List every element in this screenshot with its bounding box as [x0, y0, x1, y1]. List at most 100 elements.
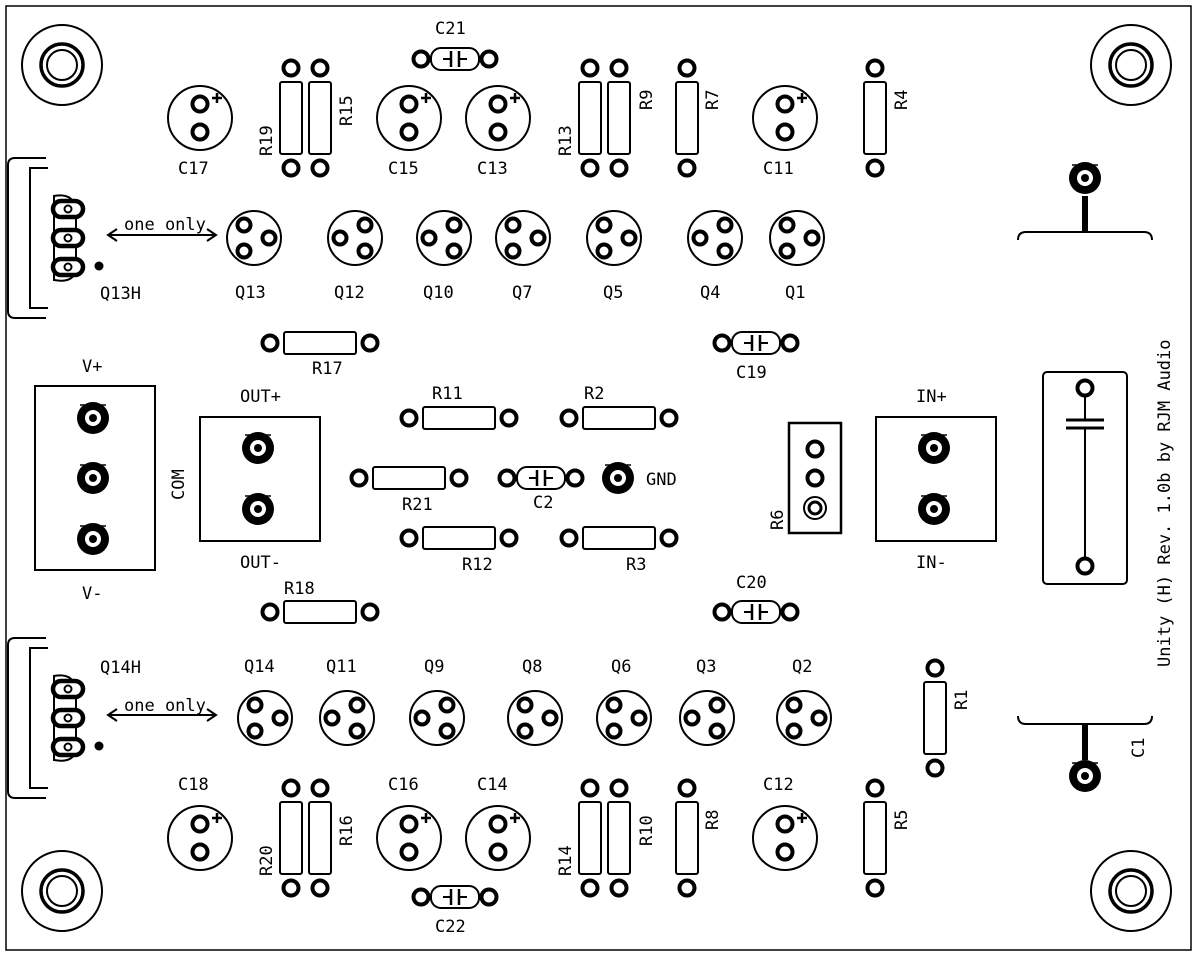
label-c21: C21 — [435, 19, 466, 39]
trimmer-r6-wiper — [803, 496, 827, 520]
label-com: COM — [169, 469, 189, 500]
trimmer-r6-pin-2 — [805, 468, 825, 488]
mounting-hole-top-right — [1089, 23, 1173, 107]
capacitor-c2 — [500, 467, 583, 489]
label-r19: R19 — [257, 125, 277, 156]
pad-outminus — [241, 492, 275, 526]
label-outminus: OUT- — [240, 553, 281, 573]
note-one-only-bottom: one only — [124, 696, 206, 716]
label-q10: Q10 — [423, 283, 454, 303]
label-r1: R1 — [952, 690, 972, 710]
label-c13: C13 — [477, 159, 508, 179]
label-c19: C19 — [736, 363, 767, 383]
capacitor-c19 — [715, 332, 798, 354]
pad-com — [76, 461, 110, 495]
label-gnd: GND — [646, 470, 677, 490]
board-title: Unity (H) Rev. 1.0b by RJM Audio — [1155, 339, 1175, 667]
label-q13: Q13 — [235, 283, 266, 303]
label-q11: Q11 — [326, 657, 357, 677]
label-r14: R14 — [556, 845, 576, 876]
transistor-q1 — [770, 211, 824, 265]
label-r13: R13 — [556, 125, 576, 156]
mounting-hole-bottom-right — [1089, 849, 1173, 933]
trimmer-r6-pin-1 — [805, 439, 825, 459]
capacitor-c16 — [377, 806, 441, 870]
label-inplus: IN+ — [916, 387, 947, 407]
capacitor-c1 — [1017, 196, 1153, 760]
capacitor-c11 — [753, 86, 817, 150]
label-r16: R16 — [337, 815, 357, 846]
label-r6: R6 — [768, 510, 788, 530]
label-q6: Q6 — [611, 657, 631, 677]
mounting-hole-top-left — [20, 23, 104, 107]
label-r8: R8 — [703, 810, 723, 830]
label-q2: Q2 — [792, 657, 812, 677]
transistor-q6 — [597, 691, 651, 745]
label-r11: R11 — [432, 384, 463, 404]
label-outplus: OUT+ — [240, 387, 281, 407]
pad-gnd — [601, 461, 635, 495]
transistor-q12 — [328, 211, 382, 265]
label-q14h: Q14H — [100, 658, 141, 678]
label-c22: C22 — [435, 917, 466, 937]
label-q7: Q7 — [512, 283, 532, 303]
label-vminus: V- — [82, 584, 102, 604]
label-inminus: IN- — [916, 553, 947, 573]
pad-outplus — [241, 431, 275, 465]
label-r17: R17 — [312, 359, 343, 379]
transistor-q11 — [320, 691, 374, 745]
transistor-q13 — [227, 211, 281, 265]
transistor-q10 — [417, 211, 471, 265]
pad-c1-bottom — [1068, 759, 1102, 793]
label-c18: C18 — [178, 775, 209, 795]
capacitor-c13 — [466, 86, 530, 150]
label-c2: C2 — [533, 493, 553, 513]
transistor-q7 — [496, 211, 550, 265]
transistor-q4 — [688, 211, 742, 265]
label-vplus: V+ — [82, 357, 102, 377]
transistor-q3 — [680, 691, 734, 745]
label-c12: C12 — [763, 775, 794, 795]
capacitor-c22 — [414, 886, 497, 908]
transistor-q14 — [238, 691, 292, 745]
label-c11: C11 — [763, 159, 794, 179]
capacitor-c20 — [715, 601, 798, 623]
transistor-q9 — [410, 691, 464, 745]
pad-inminus — [917, 492, 951, 526]
label-r20: R20 — [257, 845, 277, 876]
label-r7: R7 — [703, 90, 723, 110]
label-r15: R15 — [337, 95, 357, 126]
label-r10: R10 — [637, 815, 657, 846]
label-q13h: Q13H — [100, 284, 141, 304]
mounting-hole-bottom-left — [20, 849, 104, 933]
label-q8: Q8 — [522, 657, 542, 677]
transistor-q8 — [508, 691, 562, 745]
capacitor-c12 — [753, 806, 817, 870]
label-q9: Q9 — [424, 657, 444, 677]
capacitor-c15 — [377, 86, 441, 150]
label-q5: Q5 — [603, 283, 623, 303]
label-c20: C20 — [736, 573, 767, 593]
label-c16: C16 — [388, 775, 419, 795]
label-q3: Q3 — [696, 657, 716, 677]
capacitor-c21 — [414, 48, 497, 70]
label-q14: Q14 — [244, 657, 275, 677]
label-q4: Q4 — [700, 283, 720, 303]
pad-inplus — [917, 431, 951, 465]
pad-vplus — [76, 401, 110, 435]
transistor-q5 — [587, 211, 641, 265]
label-r12: R12 — [462, 555, 493, 575]
label-q12: Q12 — [334, 283, 365, 303]
label-c15: C15 — [388, 159, 419, 179]
label-c17: C17 — [178, 159, 209, 179]
capacitor-c18 — [168, 806, 232, 870]
label-r4: R4 — [892, 90, 912, 110]
label-c14: C14 — [477, 775, 508, 795]
transistor-q2 — [777, 691, 831, 745]
label-r3: R3 — [626, 555, 646, 575]
label-r21: R21 — [402, 495, 433, 515]
note-one-only-top: one only — [124, 215, 206, 235]
pad-c1-top — [1068, 161, 1102, 195]
pad-vminus — [76, 522, 110, 556]
